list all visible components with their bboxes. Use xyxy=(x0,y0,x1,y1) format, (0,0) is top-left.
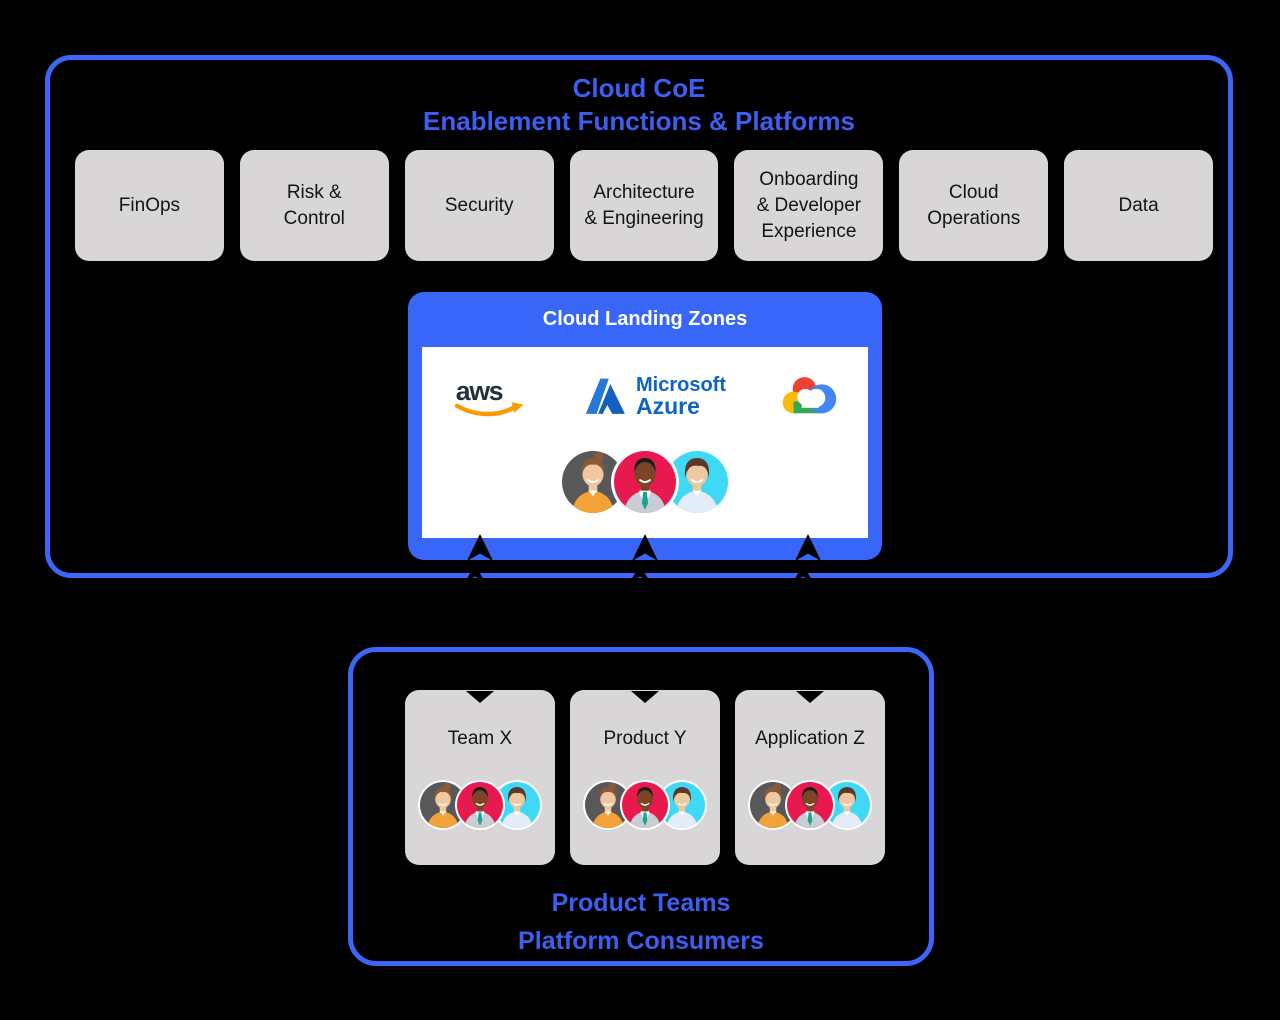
landing-zones-panel: aws Microsoft Azure xyxy=(422,347,868,538)
person-avatar-icon xyxy=(666,451,728,513)
coe-title-line1: Cloud CoE xyxy=(572,73,706,103)
enablement-functions-row: FinOps Risk & Control Security Architect… xyxy=(75,150,1214,261)
cloud-landing-zones-box: Cloud Landing Zones aws xyxy=(408,292,882,561)
arrow-notch-icon xyxy=(465,565,485,582)
product-teams-title-line1: Product Teams xyxy=(551,889,731,917)
function-box-finops: FinOps xyxy=(75,150,224,261)
product-teams-row: Team X xyxy=(405,690,885,865)
arrow-notch-icon xyxy=(632,534,658,561)
team-box-product-y: Product Y xyxy=(570,690,720,865)
arrow-notch-icon xyxy=(466,690,494,708)
azure-logo: Microsoft Azure xyxy=(582,375,726,419)
team-box-application-z: Application Z xyxy=(735,690,885,865)
coe-title-line2: Enablement Functions & Platforms xyxy=(423,106,855,136)
team-label: Team X xyxy=(447,728,513,749)
team-box-team-x: Team X xyxy=(405,690,555,865)
team-avatars xyxy=(405,782,555,828)
aws-logo-icon: aws xyxy=(454,376,524,417)
azure-text-line2: Azure xyxy=(636,393,700,420)
arrow-notch-icon xyxy=(467,534,493,561)
landing-zones-title: Cloud Landing Zones xyxy=(542,308,748,330)
coe-title: Cloud CoE Enablement Functions & Platfor… xyxy=(50,72,1228,138)
function-box-security: Security xyxy=(404,150,554,261)
product-teams-title-line2: Platform Consumers xyxy=(518,927,764,955)
azure-logo-icon xyxy=(585,378,625,414)
function-box-onboarding-developer-experience: Onboarding & Developer Experience xyxy=(734,150,884,261)
person-avatar-icon xyxy=(614,451,676,513)
function-box-risk-control: Risk & Control xyxy=(239,150,389,261)
cloud-coe-container: Cloud CoE Enablement Functions & Platfor… xyxy=(45,55,1233,578)
product-teams-title: Product Teams Platform Consumers xyxy=(353,884,929,960)
arrow-notch-icon xyxy=(795,534,821,561)
azure-logo-text: Microsoft Azure xyxy=(636,375,726,419)
function-box-architecture-engineering: Architecture & Engineering xyxy=(569,150,719,261)
arrow-notch-icon xyxy=(793,565,813,582)
person-avatar-icon xyxy=(787,782,833,828)
person-avatar-icon xyxy=(457,782,503,828)
person-avatar-icon xyxy=(622,782,668,828)
cloud-provider-logos: aws Microsoft Azure xyxy=(422,367,868,427)
team-label: Application Z xyxy=(755,728,865,749)
aws-logo-text: aws xyxy=(456,376,503,406)
team-avatars xyxy=(570,782,720,828)
arrow-notch-icon xyxy=(631,690,659,708)
team-avatars xyxy=(735,782,885,828)
product-teams-container: Team X xyxy=(348,647,934,966)
arrow-notch-icon xyxy=(630,565,650,582)
person-avatar-icon xyxy=(562,451,624,513)
arrow-notch-icon xyxy=(796,690,824,708)
azure-text-line1: Microsoft xyxy=(636,374,726,397)
team-label: Product Y xyxy=(603,728,687,749)
google-cloud-logo-icon xyxy=(782,377,837,414)
function-box-cloud-operations: Cloud Operations xyxy=(899,150,1049,261)
landing-zone-team-avatars xyxy=(422,451,868,513)
function-box-data: Data xyxy=(1064,150,1214,261)
